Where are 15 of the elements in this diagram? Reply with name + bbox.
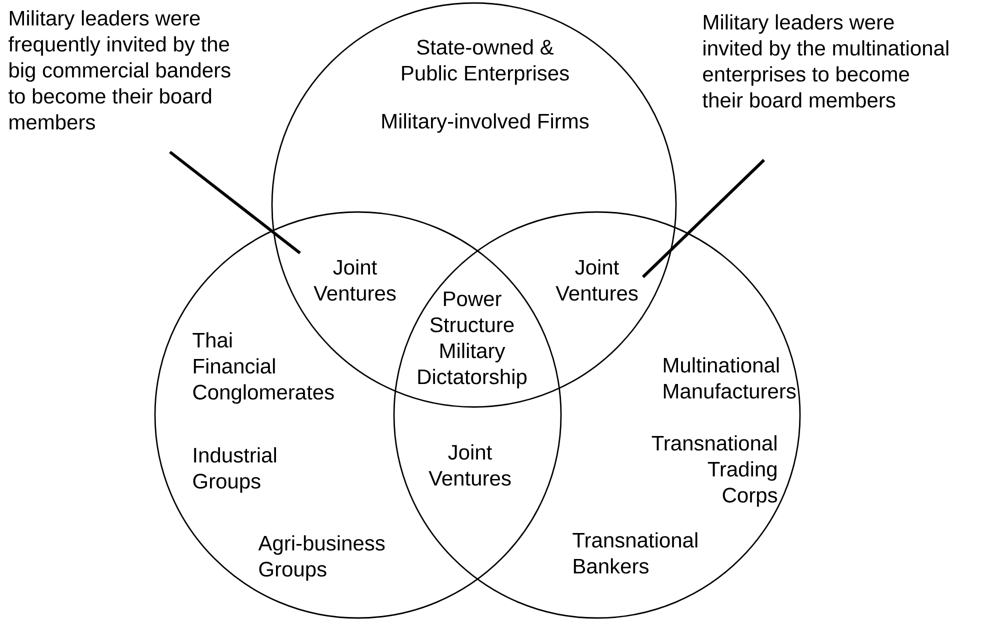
group-label: Industrial Groups — [193, 447, 276, 493]
group-label: Multinational Manufacturers — [664, 357, 796, 399]
group-label: Transnational Trading Corps — [652, 435, 778, 507]
region-label: Power Structure Military Dictatorship — [418, 292, 527, 388]
group-label: State-owned & Public Enterprises — [402, 39, 569, 85]
group-label: Agri-business Groups — [258, 535, 385, 581]
annotation-text: Military leaders were frequently invited by the big commercial banders to become their board members — [8, 10, 230, 130]
region-label: Joint Ventures — [556, 259, 638, 301]
annotation-text: Military leaders were invited by the multinational enterprises to become their board members — [702, 14, 948, 108]
region-label: Joint Ventures — [314, 259, 396, 301]
group-label: Military-involved Firms — [382, 113, 589, 133]
leader-line — [642, 158, 766, 278]
region-label: Joint Ventures — [428, 444, 511, 486]
group-label: Thai Financial Conglomerates — [192, 332, 334, 404]
group-label: Transnational Bankers — [572, 532, 698, 574]
